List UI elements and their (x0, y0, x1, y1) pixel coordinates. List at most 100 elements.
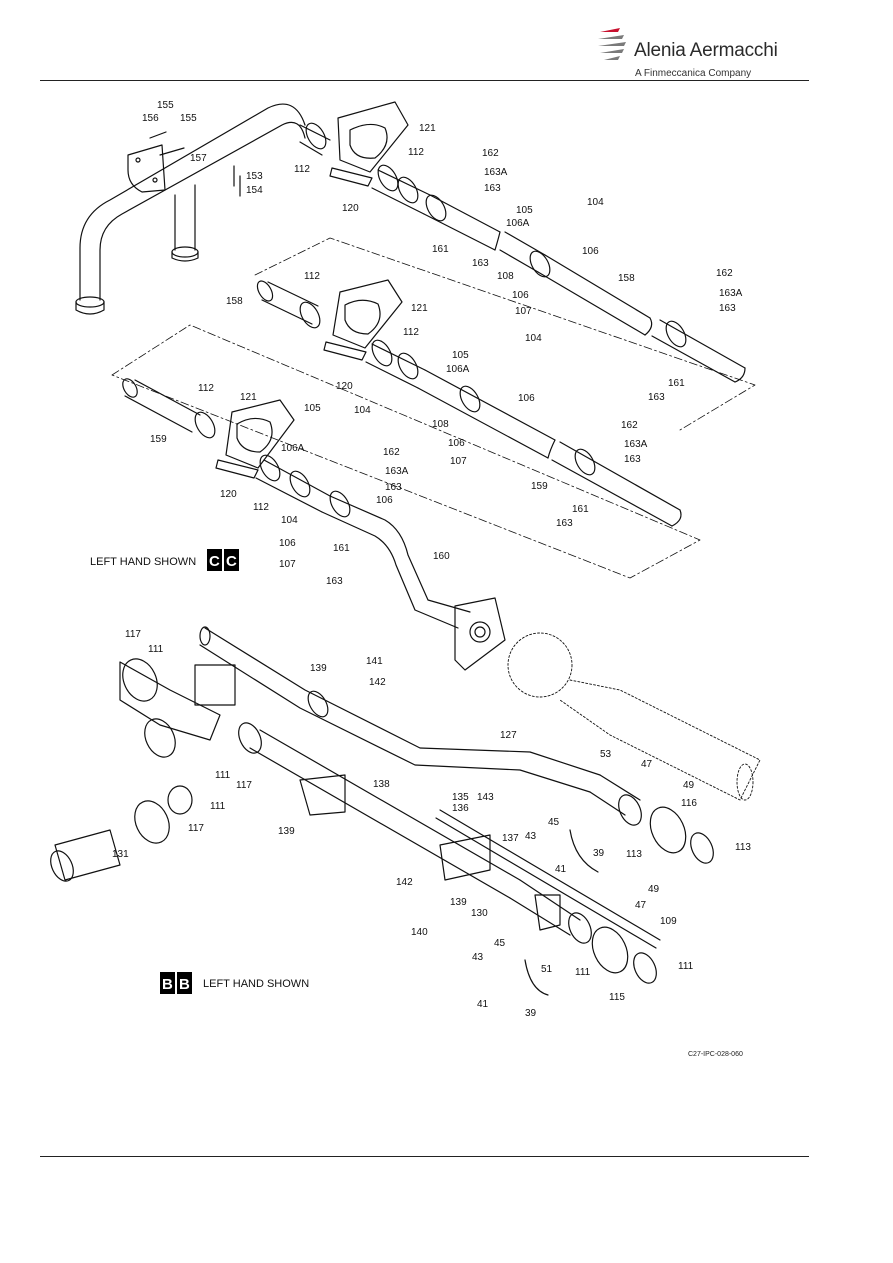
callout: 155 (180, 113, 197, 124)
callout: 163 (624, 454, 641, 465)
callout: 106 (512, 290, 529, 301)
callout: 163A (719, 288, 743, 299)
company-logo: Alenia Aermacchi A Finmeccanica Company (596, 24, 796, 84)
callout: 43 (525, 831, 537, 842)
callout: 131 (112, 849, 129, 860)
callout: 138 (373, 779, 390, 790)
callout: 113 (735, 842, 751, 853)
callout: 162 (716, 268, 733, 279)
callout: 154 (246, 185, 263, 196)
callout: 108 (432, 419, 449, 430)
callout: 105 (304, 403, 321, 414)
callout: 161 (333, 543, 350, 554)
callout: 107 (515, 306, 532, 317)
footer-rule (40, 1156, 809, 1157)
callout: 161 (432, 244, 449, 255)
callout: 163 (385, 482, 402, 493)
callout: 106A (281, 443, 305, 454)
callout: 142 (396, 877, 413, 888)
callout: 161 (572, 504, 589, 515)
callout: 104 (525, 333, 542, 344)
callout: 112 (304, 271, 320, 282)
view-bb-note: LEFT HAND SHOWN (203, 978, 309, 990)
callout: 106 (518, 393, 535, 404)
view-cc-letter-2: C (226, 553, 237, 570)
callout: 112 (408, 147, 424, 158)
callout: 120 (336, 381, 353, 392)
callout: 139 (310, 663, 327, 674)
callout: 156 (142, 113, 159, 124)
callout: 104 (281, 515, 298, 526)
callout-labels: 155 155 156 157 153 154 112 120 121 112 … (112, 100, 751, 1019)
callout: 159 (150, 434, 167, 445)
callout: 153 (246, 171, 263, 182)
callout: 163 (719, 303, 736, 314)
callout: 106 (448, 438, 465, 449)
callout: 111 (575, 967, 591, 978)
figure-code: C27-IPC-028-060 (688, 1051, 743, 1058)
callout: 143 (477, 792, 494, 803)
lower-duct (50, 626, 714, 996)
callout: 117 (236, 780, 252, 791)
view-cc-letter-1: C (209, 553, 220, 570)
callout: 135 (452, 792, 469, 803)
callout: 155 (157, 100, 174, 111)
callout: 111 (148, 644, 164, 655)
callout: 159 (531, 481, 548, 492)
callout: 130 (471, 908, 488, 919)
view-bb-letter-1: B (162, 976, 173, 993)
callout: 163 (472, 258, 489, 269)
callout: 163 (326, 576, 343, 587)
callout: 140 (411, 927, 428, 938)
callout: 139 (450, 897, 467, 908)
view-bb-badge: B B (160, 972, 192, 994)
callout: 53 (600, 749, 612, 760)
callout: 106 (279, 538, 296, 549)
callout: 107 (279, 559, 296, 570)
view-bb-letter-2: B (179, 976, 190, 993)
callout: 139 (278, 826, 295, 837)
callout: 163A (385, 466, 409, 477)
callout: 112 (294, 164, 310, 175)
callout: 141 (366, 656, 383, 667)
upper-pipe-run (299, 101, 746, 383)
callout: 121 (411, 303, 428, 314)
callout: 49 (648, 884, 660, 895)
callout: 163A (484, 167, 508, 178)
callout: 160 (433, 551, 450, 562)
engine-outline (507, 632, 761, 801)
callout: 104 (354, 405, 371, 416)
callout: 161 (668, 378, 685, 389)
callout: 120 (342, 203, 359, 214)
callout: 117 (125, 629, 141, 640)
callout: 45 (494, 938, 506, 949)
company-name: Alenia Aermacchi (634, 40, 778, 61)
callout: 158 (226, 296, 243, 307)
callout: 137 (502, 833, 519, 844)
callout: 108 (497, 271, 514, 282)
line-art (50, 101, 761, 996)
middle-pipe-run (256, 279, 682, 527)
callout: 112 (253, 502, 269, 513)
callout: 162 (621, 420, 638, 431)
callout: 111 (678, 961, 694, 972)
callout: 142 (369, 677, 386, 688)
header-rule (40, 80, 809, 81)
callout: 116 (681, 798, 697, 809)
manifold-branch (75, 103, 306, 315)
callout: 163 (556, 518, 573, 529)
callout: 39 (525, 1008, 537, 1019)
callout: 163A (624, 439, 648, 450)
callout: 162 (383, 447, 400, 458)
callout: 136 (452, 803, 469, 814)
callout: 47 (635, 900, 647, 911)
aermacchi-emblem-icon (598, 28, 626, 60)
callout: 105 (516, 205, 533, 216)
callout: 111 (210, 801, 226, 812)
callout: 111 (215, 770, 231, 781)
callout: 157 (190, 153, 207, 164)
callout: 106A (446, 364, 470, 375)
view-cc-badge: C C (207, 549, 239, 571)
callout: 162 (482, 148, 499, 159)
